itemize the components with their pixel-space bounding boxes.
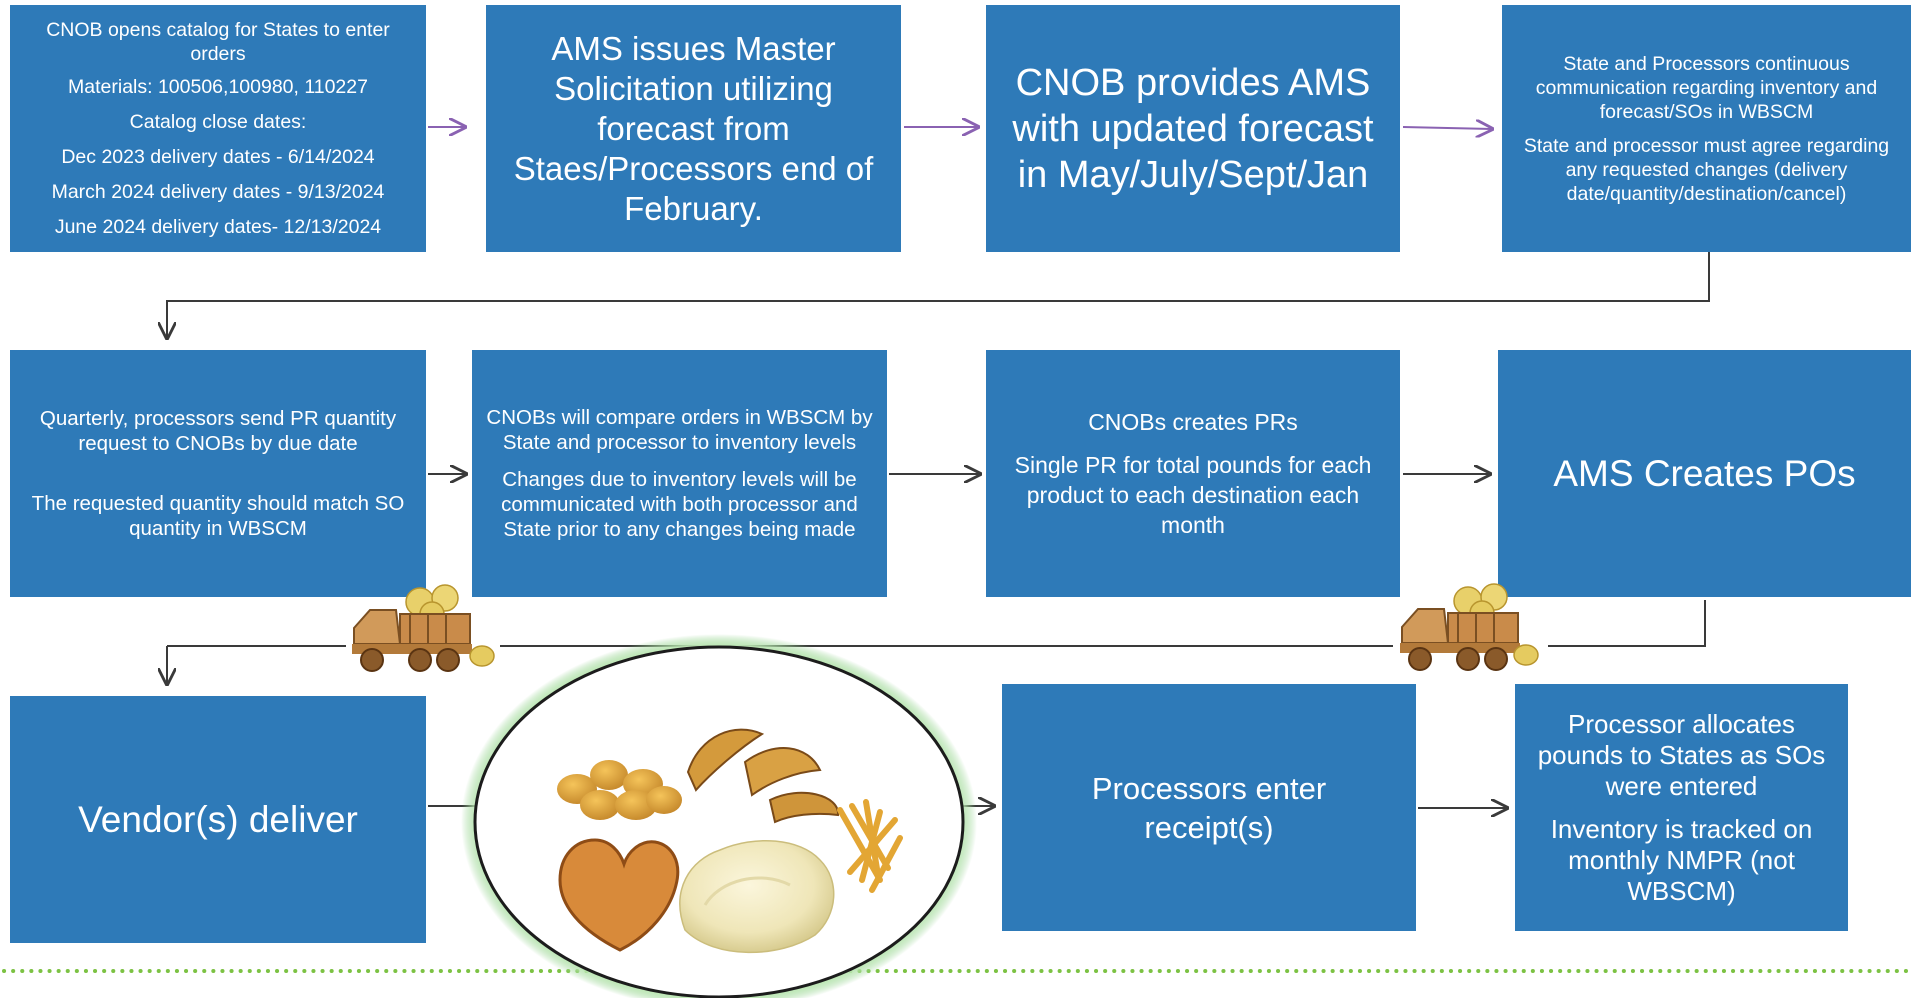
step-compare-orders-para1: CNOBs will compare orders in WBSCM by St… (486, 406, 873, 454)
step-ams-creates-pos-text: AMS Creates POs (1553, 452, 1856, 494)
step-allocates-para1: Processor allocates pounds to States as … (1537, 708, 1826, 801)
step-processor-allocates: Processor allocates pounds to States as … (1515, 684, 1848, 931)
step-processors-send-pr-request: Quarterly, processors send PR quantity r… (10, 350, 426, 597)
step-vendors-deliver: Vendor(s) deliver (10, 696, 426, 943)
step-vendors-deliver-text: Vendor(s) deliver (78, 798, 358, 840)
step-catalog-line1: CNOB opens catalog for States to enter o… (46, 19, 390, 65)
step-ams-creates-pos: AMS Creates POs (1498, 350, 1911, 597)
step-receipts-text: Processors enter receipt(s) (1091, 770, 1327, 845)
step-state-processor-communication: State and Processors continuous communic… (1502, 5, 1911, 252)
step-pr-request-para2: The requested quantity should match SO q… (31, 492, 405, 540)
step-cnob-updated-forecast-text: CNOB provides AMS with updated forecast … (1012, 61, 1374, 196)
step-create-prs-para1: CNOBs creates PRs (1088, 409, 1298, 435)
step-catalog-line5: March 2024 delivery dates - 9/13/2024 (51, 181, 385, 203)
step-catalog-line6: June 2024 delivery dates- 12/13/2024 (54, 216, 382, 238)
step-ams-master-solicitation: AMS issues Master Solicitation utilizing… (486, 5, 901, 252)
step-cnobs-create-prs: CNOBs creates PRs Single PR for total po… (986, 350, 1400, 597)
step-pr-request-para1: Quarterly, processors send PR quantity r… (39, 407, 397, 455)
step-catalog-line4: Dec 2023 delivery dates - 6/14/2024 (61, 146, 375, 168)
arrow-r1-3 (1402, 127, 1492, 129)
step-create-prs-para2: Single PR for total pounds for each prod… (1014, 452, 1372, 538)
step-cnob-updated-forecast: CNOB provides AMS with updated forecast … (986, 5, 1400, 252)
step-ams-master-solicitation-text: AMS issues Master Solicitation utilizing… (513, 29, 874, 227)
step-communication-para2: State and processor must agree regarding… (1523, 134, 1890, 205)
step-communication-para1: State and Processors continuous communic… (1535, 52, 1878, 123)
step-catalog-line3: Catalog close dates: (129, 111, 307, 133)
step-catalog-open: CNOB opens catalog for States to enter o… (10, 5, 426, 252)
connector-row2-row3 (1548, 600, 1706, 647)
step-catalog-line2: Materials: 100506,100980, 110227 (68, 76, 368, 98)
step-allocates-para2: Inventory is tracked on monthly NMPR (no… (1550, 813, 1813, 906)
step-cnobs-compare-orders: CNOBs will compare orders in WBSCM by St… (472, 350, 887, 597)
step-processors-enter-receipts: Processors enter receipt(s) (1002, 684, 1416, 931)
connector-row1-row2 (167, 252, 1710, 338)
step-compare-orders-para2: Changes due to inventory levels will be … (501, 468, 858, 541)
